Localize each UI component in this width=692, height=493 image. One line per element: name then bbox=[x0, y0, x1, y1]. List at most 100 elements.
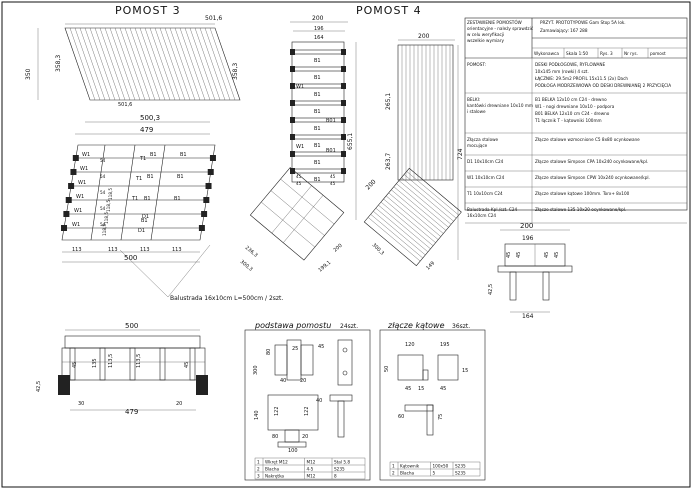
legend-row-label2: mocujące bbox=[467, 143, 488, 148]
section-dim-h4: 45 bbox=[554, 252, 560, 258]
legend-row-text: DESKI PODŁOGOWE, RYFLOWANE bbox=[535, 62, 606, 67]
podstawa-dim-top-3: 80 bbox=[266, 349, 272, 355]
pomost4-width-inner1: 196 bbox=[314, 26, 324, 32]
pomost4-dim-1991: 199,1 bbox=[317, 260, 332, 274]
frame-inner-dim: 118,5 bbox=[106, 200, 111, 212]
podstawa-dim-bottom-1: 100 bbox=[288, 448, 298, 454]
pomost3-elevation: 500 479 42,5 30 20 113,5 113,5 45 135 45 bbox=[36, 322, 208, 416]
pomost3-title: POMOST 3 bbox=[115, 4, 181, 17]
pomost4-small-dim: 45 bbox=[330, 181, 336, 186]
podstawa-title: podstawa pomostu bbox=[254, 321, 331, 330]
parts-table-cell: 2 bbox=[392, 471, 395, 476]
elevation-dim-30: 30 bbox=[78, 401, 84, 407]
legend-header-cell: Wykonawca bbox=[534, 51, 559, 56]
parts-table-cell: Blacha bbox=[265, 467, 280, 472]
frame-t-label: T1 bbox=[139, 156, 146, 162]
podstawa-dim-left-2: 140 bbox=[254, 410, 260, 420]
podstawa-dim-bottom-2: 80 bbox=[272, 434, 278, 440]
frame-beam-label: B1 bbox=[174, 196, 181, 202]
frame-bottom-dim-4: 113 bbox=[172, 247, 182, 253]
legend-row-label2: 16x10cm C24 bbox=[467, 213, 496, 218]
legend-row-text: B01 BELKA 12x10 cm C24 - drewno bbox=[535, 111, 610, 116]
elevation-foot-left bbox=[58, 375, 70, 395]
pomost4-dim-200b: 200 bbox=[364, 178, 377, 191]
frame-wall-label: W1 bbox=[72, 222, 80, 228]
legend-header-cell: Nr rys. bbox=[624, 51, 638, 56]
pomost4-width-inner2: 164 bbox=[314, 35, 324, 41]
legend-header-note3: wszelkie wymiary bbox=[467, 38, 504, 43]
parts-table-cell: S235 bbox=[334, 467, 345, 472]
parts-table-cell: Kątownik bbox=[400, 464, 420, 469]
legend-header-cell: Skala 1:50 bbox=[566, 51, 588, 56]
frame-beam-label: B1 bbox=[147, 174, 154, 180]
parts-table-cell: 4-5 bbox=[307, 467, 314, 472]
podstawa-dim-mid-2: 122 bbox=[304, 406, 310, 416]
pomost4-beam-label: B1 bbox=[314, 126, 321, 132]
parts-table-cell: M12 bbox=[307, 460, 316, 465]
elevation-dim-20: 20 bbox=[176, 401, 182, 407]
podstawa-dim-top-4: 40 bbox=[280, 378, 286, 384]
legend-row-text: Złącze stalowe kątowe 100mm. Torx+ 8x100 bbox=[535, 191, 630, 196]
zlacze-dim-5: 45 bbox=[440, 386, 446, 392]
legend-row-text: Złącze stalowe wzmocnione C5 8x80 ocynko… bbox=[535, 137, 640, 142]
legend-header-left: ZESTAWIENIE POMOSTÓW bbox=[467, 20, 522, 25]
podstawa-dim-top-2: 25 bbox=[292, 346, 298, 352]
pomost4-beam-label: B1 bbox=[314, 75, 321, 81]
elevation-foot-right bbox=[196, 375, 208, 395]
podstawa-detail: podstawa pomostu 24szt. 45 25 80 40 20 3… bbox=[244, 321, 371, 481]
frame-t-label: T1 bbox=[131, 196, 138, 202]
parts-table-cell: 100x50 bbox=[433, 464, 449, 469]
legend-row-label: BELKI: bbox=[467, 97, 480, 102]
zlacze-detail: złącze kątowe 36szt. 120 195 50 45 45 15… bbox=[379, 321, 486, 481]
parts-table-cell: 2 bbox=[257, 467, 260, 472]
elevation-dim-425: 42,5 bbox=[36, 381, 42, 392]
pomost4-length-b: 265,1 bbox=[385, 93, 392, 110]
elevation-height-2: 45 bbox=[184, 362, 190, 368]
podstawa-dim-left-1: 300 bbox=[253, 365, 259, 375]
elevation-mid-dim-1: 113,5 bbox=[108, 354, 114, 368]
pomost3-height-left: 350 bbox=[25, 68, 32, 80]
podstawa-dim-top-1: 45 bbox=[318, 344, 324, 350]
elevation-mid-dim-2: 113,5 bbox=[136, 354, 142, 368]
frame-width-bottom: 500 bbox=[124, 254, 137, 262]
frame-bottom-dim-2: 113 bbox=[108, 247, 118, 253]
pomost4-small-dim: 45 bbox=[296, 181, 302, 186]
frame-beam-label: B1 bbox=[141, 218, 148, 224]
parts-table-cell: M12 bbox=[307, 474, 316, 479]
frame-width-inner: 479 bbox=[140, 126, 153, 134]
pomost4-beam-label: B1 bbox=[314, 177, 321, 183]
pomost4-dim-149: 149 bbox=[425, 260, 436, 271]
pomost3-slats bbox=[69, 27, 236, 101]
zlacze-dim-6: 15 bbox=[418, 386, 424, 392]
pomost4-deck-width: 200 bbox=[418, 33, 430, 40]
section-dim-h1: 45 bbox=[506, 252, 512, 258]
zlacze-dim-1: 120 bbox=[405, 342, 415, 348]
pomost4-beam-label: B1 bbox=[314, 92, 321, 98]
frame-wall-label: W1 bbox=[76, 194, 84, 200]
parts-table-cell: 5 bbox=[433, 471, 436, 476]
legend-row-label: T1 10x10cm C24 bbox=[466, 191, 503, 196]
pomost4-wall-label: W1 bbox=[296, 84, 304, 90]
section-dim-h3: 45 bbox=[544, 252, 550, 258]
section-width-bottom: 164 bbox=[522, 313, 534, 320]
legend-firm: PRZYT. PROTOTYPOWE Gam Stop 5A lok. bbox=[540, 20, 626, 25]
frame-bottom-dim-1: 113 bbox=[72, 247, 82, 253]
pomost4-beam-label: B1 bbox=[314, 58, 321, 64]
pomost4-length-a: 655,1 bbox=[347, 133, 354, 150]
pomost4-angle-dim2: 300,3 bbox=[239, 259, 254, 273]
frame-beam-label: B1 bbox=[150, 152, 157, 158]
frame-inner-dim: 118,5 bbox=[104, 212, 109, 224]
pomost4-beam-label: B1 bbox=[314, 160, 321, 166]
frame-wall-label: W1 bbox=[74, 208, 82, 214]
parts-table-cell: Blacha bbox=[400, 471, 415, 476]
parts-table-cell: S235 bbox=[455, 471, 466, 476]
legend-row-label2: kantówki drewniane 10x10 mm bbox=[467, 103, 533, 108]
parts-table-cell: S235 bbox=[455, 464, 466, 469]
legend-row-label: Złącza stalowe bbox=[467, 137, 499, 142]
podstawa-count: 24szt. bbox=[340, 323, 358, 330]
elevation-height-1: 45 bbox=[72, 362, 78, 368]
balustrade-note: Balustrada 16x10cm L=500cm / 2szt. bbox=[170, 295, 283, 302]
frame-inner-dim: 118,5 bbox=[102, 224, 107, 236]
